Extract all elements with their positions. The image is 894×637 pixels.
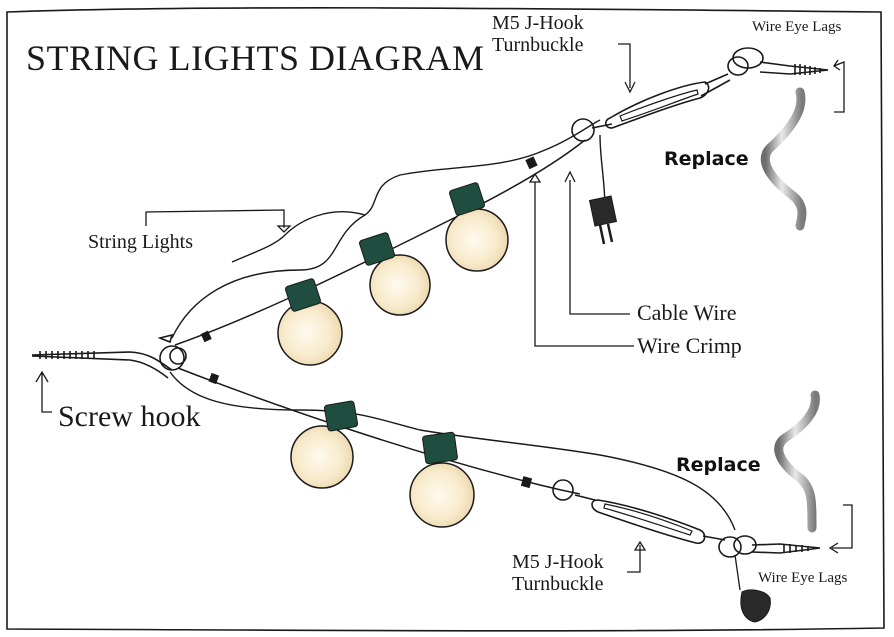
screw-hook [31,333,187,379]
label-wire-crimp: Wire Crimp [637,333,742,358]
label-turnbuckle-top: M5 J-Hook Turnbuckle [492,12,584,56]
eye-strap-hook-top [760,87,807,231]
diagram-title: STRING LIGHTS DIAGRAM [26,38,485,78]
string-lights-cord-lower [169,371,736,531]
pointer-string-lights [145,209,292,233]
bulb-upper-1 [277,278,343,366]
pointer-cable-wire [564,170,630,315]
label-string-lights: String Lights [88,231,194,253]
plug-icon-top [588,195,618,245]
label-wire-eye-lags-top: Wire Eye Lags [752,19,842,35]
wire-eye-lag-bottom [751,543,821,554]
wire-crimp-left-lower [208,372,220,385]
pointer-turnbuckle-top [618,43,636,94]
label-replace-bottom: Replace [676,454,761,476]
wire-eye-lag-top [727,47,829,76]
turnbuckle-bottom [552,479,757,558]
frame-border [6,7,885,632]
label-turnbuckle-bottom: M5 J-Hook Turnbuckle [512,551,604,595]
bulb-lower-1 [290,400,359,489]
pointer-eye-lag-bottom [828,504,853,554]
cable-wire-upper [174,139,586,346]
pointer-eye-lag-top [833,59,845,113]
turnbuckle-top [571,73,731,142]
bulb-upper-3 [445,182,509,272]
wire-crimp-top [525,156,538,170]
label-replace-top: Replace [664,148,749,170]
cord-tail-squiggle [231,211,366,263]
bulb-lower-2 [409,431,475,528]
plug-icon-bottom [734,554,771,623]
label-cable-wire: Cable Wire [637,300,737,325]
label-wire-eye-lags-bottom: Wire Eye Lags [758,570,848,586]
pointer-wire-crimp [528,172,634,347]
bulb-upper-2 [358,232,431,316]
eye-strap-hook-bottom [774,390,820,533]
wire-crimp-left-upper [200,330,212,343]
cable-wire-lower [177,367,581,495]
wire-crimp-bottom [520,476,533,489]
pointer-turnbuckle-bottom [627,540,647,573]
screw-hook-pointer [35,370,52,413]
label-screw-hook: Screw hook [58,400,201,433]
